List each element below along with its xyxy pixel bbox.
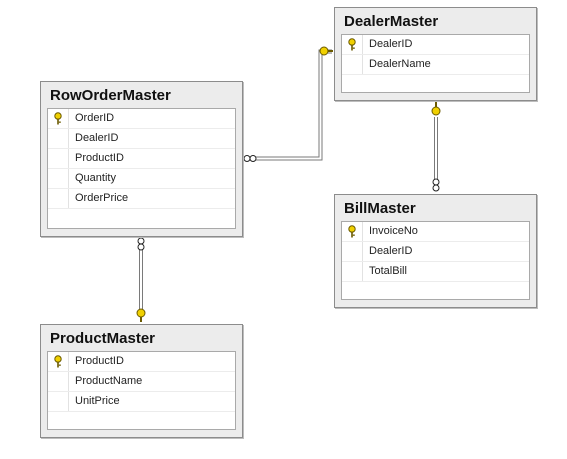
column-name: TotalBill: [369, 265, 407, 277]
column-name: InvoiceNo: [369, 225, 418, 237]
row-selector: [48, 169, 69, 188]
infinity-icon: [432, 178, 440, 192]
column-row[interactable]: UnitPrice: [48, 392, 235, 412]
column-row[interactable]: InvoiceNo: [342, 222, 529, 242]
column-row[interactable]: OrderID: [48, 109, 235, 129]
infinity-icon: [243, 155, 257, 162]
relationship-roworder-dealer[interactable]: [243, 46, 333, 162]
column-list: OrderID DealerID ProductID Quantity Orde…: [47, 108, 236, 229]
column-row[interactable]: OrderPrice: [48, 189, 235, 209]
column-row[interactable]: Quantity: [48, 169, 235, 189]
relationship-bill-dealer[interactable]: [431, 101, 441, 192]
row-selector: [48, 372, 69, 391]
column-row[interactable]: ProductName: [48, 372, 235, 392]
infinity-icon: [137, 237, 145, 251]
column-list: DealerID DealerName: [341, 34, 530, 93]
primary-key-icon: [54, 355, 62, 368]
key-icon: [431, 101, 441, 116]
column-row[interactable]: DealerID: [48, 129, 235, 149]
column-name: DealerID: [369, 245, 413, 257]
key-icon: [136, 308, 146, 322]
column-name: DealerID: [75, 132, 119, 144]
row-selector: [48, 189, 69, 208]
primary-key-icon: [54, 112, 62, 125]
row-selector: [48, 129, 69, 148]
column-row[interactable]: TotalBill: [342, 262, 529, 282]
row-selector: [48, 149, 69, 168]
column-row[interactable]: DealerName: [342, 55, 529, 75]
table-title: BillMaster: [344, 200, 416, 217]
column-list: ProductID ProductName UnitPrice: [47, 351, 236, 430]
row-selector: [342, 242, 363, 261]
table-title: RowOrderMaster: [50, 87, 171, 104]
row-selector: [48, 392, 69, 411]
column-name: ProductName: [75, 375, 143, 387]
column-row[interactable]: ProductID: [48, 149, 235, 169]
column-name: UnitPrice: [75, 395, 120, 407]
column-name: Quantity: [75, 172, 116, 184]
row-selector: [342, 55, 363, 74]
primary-key-icon: [348, 38, 356, 51]
column-name: ProductID: [75, 152, 124, 164]
column-name: OrderID: [75, 112, 115, 124]
table-bill-master[interactable]: BillMaster InvoiceNo DealerID TotalBill: [334, 194, 537, 308]
column-name: DealerID: [369, 38, 413, 50]
table-title: ProductMaster: [50, 330, 156, 347]
row-selector: [342, 35, 363, 54]
table-dealer-master[interactable]: DealerMaster DealerID DealerName: [334, 7, 537, 101]
key-icon: [319, 46, 333, 56]
row-selector: [342, 262, 363, 281]
relationship-roworder-product[interactable]: [136, 237, 146, 322]
column-row[interactable]: ProductID: [48, 352, 235, 372]
column-row[interactable]: DealerID: [342, 35, 529, 55]
table-row-order-master[interactable]: RowOrderMaster OrderID DealerID ProductI…: [40, 81, 243, 237]
row-selector: [48, 109, 69, 128]
column-name: ProductID: [75, 355, 124, 367]
primary-key-icon: [348, 225, 356, 238]
row-selector: [48, 352, 69, 371]
table-product-master[interactable]: ProductMaster ProductID ProductName Unit…: [40, 324, 243, 438]
table-title: DealerMaster: [344, 13, 439, 30]
column-row[interactable]: DealerID: [342, 242, 529, 262]
column-list: InvoiceNo DealerID TotalBill: [341, 221, 530, 300]
column-name: DealerName: [369, 58, 431, 70]
column-name: OrderPrice: [75, 192, 129, 204]
row-selector: [342, 222, 363, 241]
